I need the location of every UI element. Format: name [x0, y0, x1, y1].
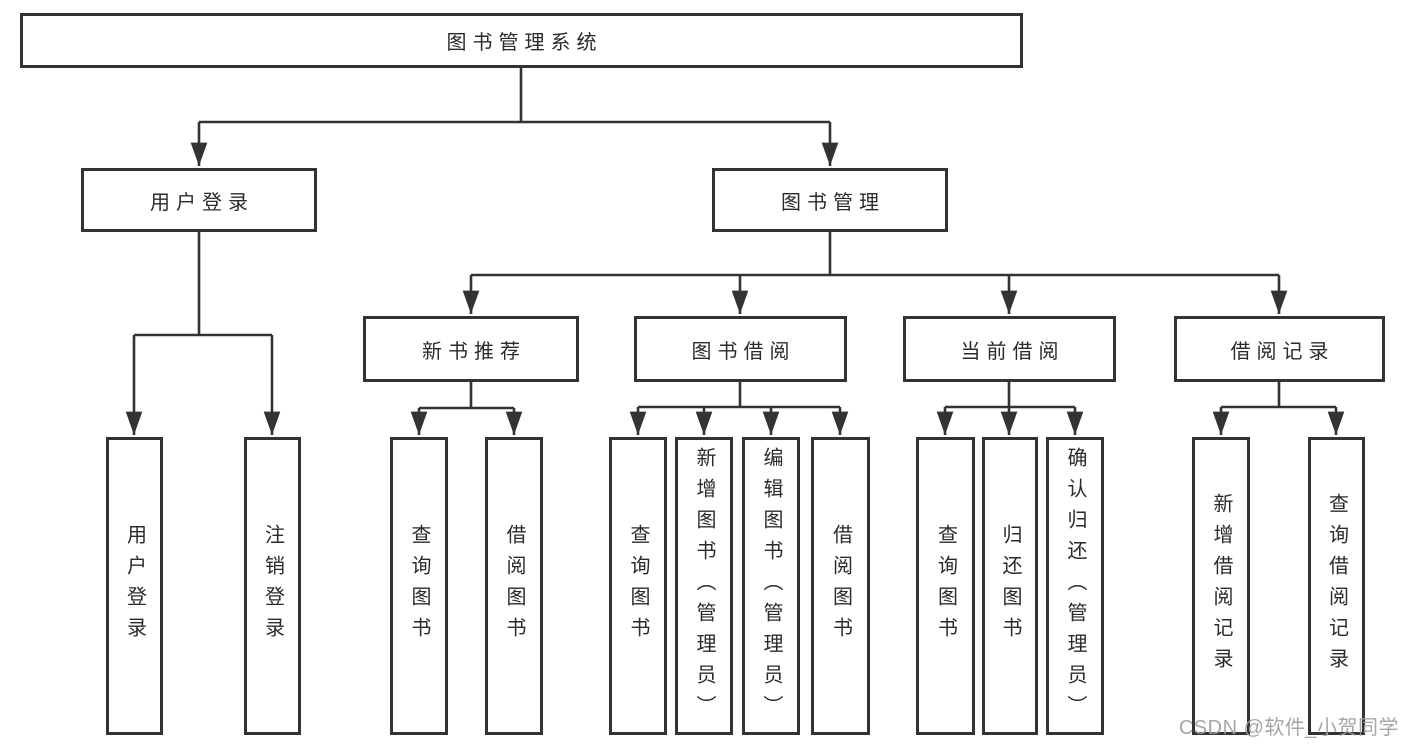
leaf-recommend-query-book: 查询图书 [390, 437, 448, 735]
leaf-records-query-borrow-record: 查询借阅记录 [1308, 437, 1365, 735]
leaf-borrow-query-book: 查询图书 [609, 437, 667, 735]
leaf-borrow-edit-book-admin: 编辑图书（管理员） [742, 437, 800, 735]
node-book-borrowing: 图书借阅 [634, 316, 847, 382]
node-new-book-recommendation: 新书推荐 [363, 316, 579, 382]
leaf-current-query-book: 查询图书 [916, 437, 975, 735]
node-root: 图书管理系统 [20, 13, 1023, 68]
node-current-borrowing: 当前借阅 [903, 316, 1116, 382]
leaf-current-confirm-return-admin: 确认归还（管理员） [1046, 437, 1104, 735]
node-borrowing-records: 借阅记录 [1174, 316, 1385, 382]
leaf-user-login: 用户登录 [106, 437, 163, 735]
leaf-recommend-borrow-book: 借阅图书 [485, 437, 543, 735]
leaf-current-return-book: 归还图书 [982, 437, 1038, 735]
node-user-login: 用户登录 [81, 168, 317, 232]
leaf-borrow-borrow-book: 借阅图书 [811, 437, 870, 735]
leaf-borrow-add-book-admin: 新增图书（管理员） [675, 437, 733, 735]
leaf-records-add-borrow-record: 新增借阅记录 [1192, 437, 1250, 735]
leaf-logout: 注销登录 [244, 437, 301, 735]
watermark: CSDN @软件_小贺同学 [1178, 717, 1399, 739]
node-book-management: 图书管理 [712, 168, 948, 232]
